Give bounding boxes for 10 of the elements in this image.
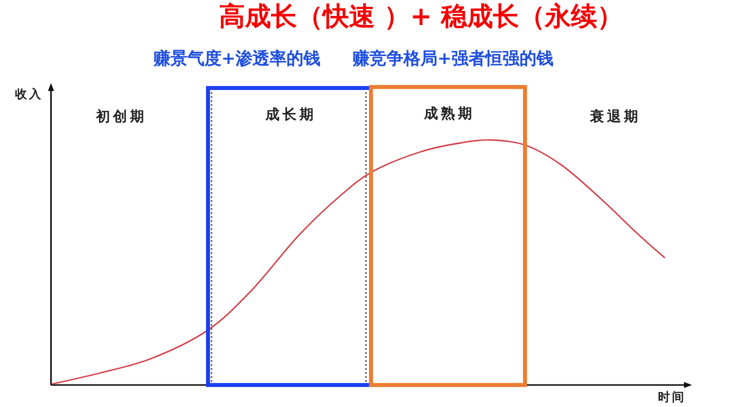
stage-label: 初创期 [94,109,147,126]
axis-label: 收入 [14,88,43,102]
stage-frame [369,85,527,387]
subtitle: 赚景气度+渗透率的钱 [153,50,321,70]
stage-label: 成长期 [264,106,316,124]
axis-label: 时间 [657,391,686,405]
stage-label: 成熟期 [422,105,475,123]
subtitle: 赚竞争格局+强者恒强的钱 [352,50,554,70]
title: 高成长（快速 ）+ 稳成长（永续） [219,3,623,33]
stage-label: 衰退期 [588,109,641,126]
